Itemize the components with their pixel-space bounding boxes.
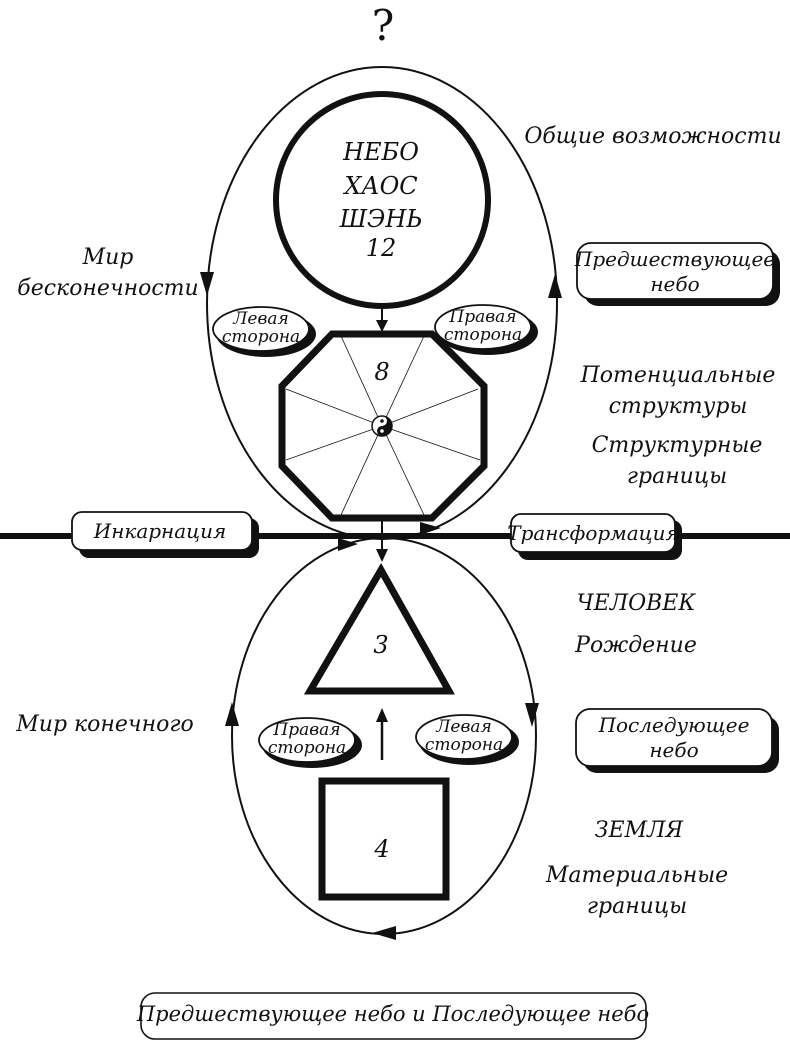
heaven-line-3: ШЭНЬ: [339, 205, 423, 233]
svg-text:Левая: Левая: [232, 309, 289, 329]
upper-right-oval: Правая сторона: [434, 304, 538, 355]
heaven-circle: [273, 91, 491, 309]
subsequent-heaven-box: Последующее небо: [575, 708, 779, 773]
preceding-heaven-box: Предшествующее небо: [574, 242, 780, 306]
svg-text:Левая: Левая: [435, 717, 492, 737]
material-boundaries-line-1: Материальные: [545, 863, 728, 888]
finite-world-label: Мир конечного: [15, 712, 193, 737]
general-possibilities-label: Общие возможности: [524, 124, 781, 149]
potential-structures-line-2: структуры: [609, 394, 748, 419]
svg-text:Трансформация: Трансформация: [507, 521, 679, 545]
earth-square: [318, 777, 450, 901]
svg-text:сторона: сторона: [268, 738, 346, 758]
lower-right-down-arrow: [525, 703, 539, 727]
potential-structures-line-1: Потенциальные: [580, 363, 776, 388]
svg-text:сторона: сторона: [425, 735, 503, 755]
triangle-number: 3: [373, 631, 388, 659]
svg-text:сторона: сторона: [222, 327, 300, 347]
heaven-line-2: ХАОС: [342, 172, 417, 200]
earth-label: ЗЕМЛЯ: [595, 818, 685, 843]
transformation-box: Трансформация: [507, 513, 682, 560]
lower-right-oval: Левая сторона: [415, 714, 519, 765]
octagon-spokes: [285, 335, 481, 516]
structural-boundaries-line-1: Структурные: [592, 433, 763, 458]
svg-text:Предшествующее небо и Последую: Предшествующее небо и Последующее небо: [136, 1002, 649, 1026]
yin-yang-icon: [371, 415, 393, 437]
incarnation-box: Инкарнация: [71, 511, 259, 558]
square-number: 4: [373, 835, 389, 863]
svg-text:Правая: Правая: [448, 307, 516, 327]
human-label: ЧЕЛОВЕК: [577, 591, 697, 616]
svg-text:Последующее: Последующее: [598, 713, 750, 737]
heaven-line-1: НЕБО: [342, 138, 419, 166]
infinite-world-line-1: Мир: [82, 245, 134, 270]
structural-boundaries-line-2: границы: [627, 464, 727, 489]
lower-left-oval: Правая сторона: [258, 717, 362, 768]
footer-box: Предшествующее небо и Последующее небо: [136, 992, 649, 1040]
octagon-number: 8: [374, 358, 389, 386]
lower-left-up-arrow: [225, 702, 239, 726]
material-boundaries-line-2: границы: [587, 894, 687, 919]
octagon-to-triangle-arrowhead: [376, 549, 388, 562]
triangle: [303, 562, 455, 695]
svg-text:небо: небо: [649, 738, 698, 762]
upper-left-oval: Левая сторона: [212, 306, 316, 357]
svg-text:сторона: сторона: [444, 325, 522, 345]
square-to-triangle-arrowhead: [376, 708, 388, 722]
upper-left-down-arrow: [200, 272, 214, 296]
heaven-line-4: 12: [366, 234, 397, 262]
center-crossing-arrow: [420, 522, 441, 535]
upper-right-up-arrow: [548, 274, 562, 298]
bottom-left-arrow: [372, 926, 396, 940]
circle-to-octagon-arrowhead: [376, 320, 388, 332]
svg-text:Правая: Правая: [272, 720, 340, 740]
question-mark: ?: [372, 1, 395, 50]
center-lower-arrowhead: [338, 538, 358, 551]
svg-text:Предшествующее: Предшествующее: [574, 247, 775, 271]
svg-text:Инкарнация: Инкарнация: [93, 519, 226, 543]
birth-label: Рождение: [574, 633, 697, 658]
infinite-world-line-2: бесконечности: [17, 276, 198, 301]
svg-text:небо: небо: [650, 272, 699, 296]
